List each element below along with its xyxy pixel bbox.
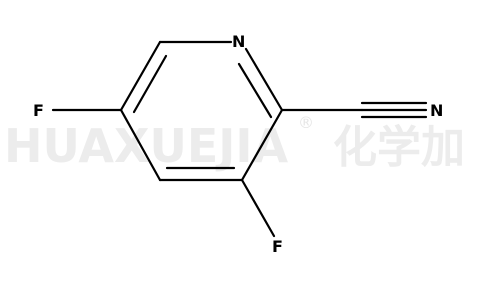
bond-c5-c6-inner	[132, 54, 168, 114]
bond-c2-c3	[240, 108, 284, 182]
bond-n1-c2	[244, 47, 284, 112]
atom-ring-nitrogen: N	[232, 32, 245, 51]
bond-n1-c2-inner	[237, 62, 273, 119]
atom-fluorine-3: F	[272, 237, 283, 256]
watermark-registered-mark: ®	[298, 113, 314, 132]
watermark-chinese: 化学加	[333, 122, 465, 173]
bond-c5-c6	[119, 40, 162, 112]
pyridine-ring	[119, 40, 284, 182]
atom-nitrile-nitrogen: N	[430, 101, 443, 120]
watermark-latin: HUAXUEJIA	[4, 119, 289, 173]
atom-fluorine-5: F	[33, 101, 44, 120]
watermark: HUAXUEJIA ® 化学加	[4, 113, 465, 173]
bond-c3-f	[240, 178, 276, 238]
atom-labels: N N F F	[33, 32, 443, 256]
substituents	[51, 101, 428, 238]
bond-c4-c5	[119, 108, 162, 182]
